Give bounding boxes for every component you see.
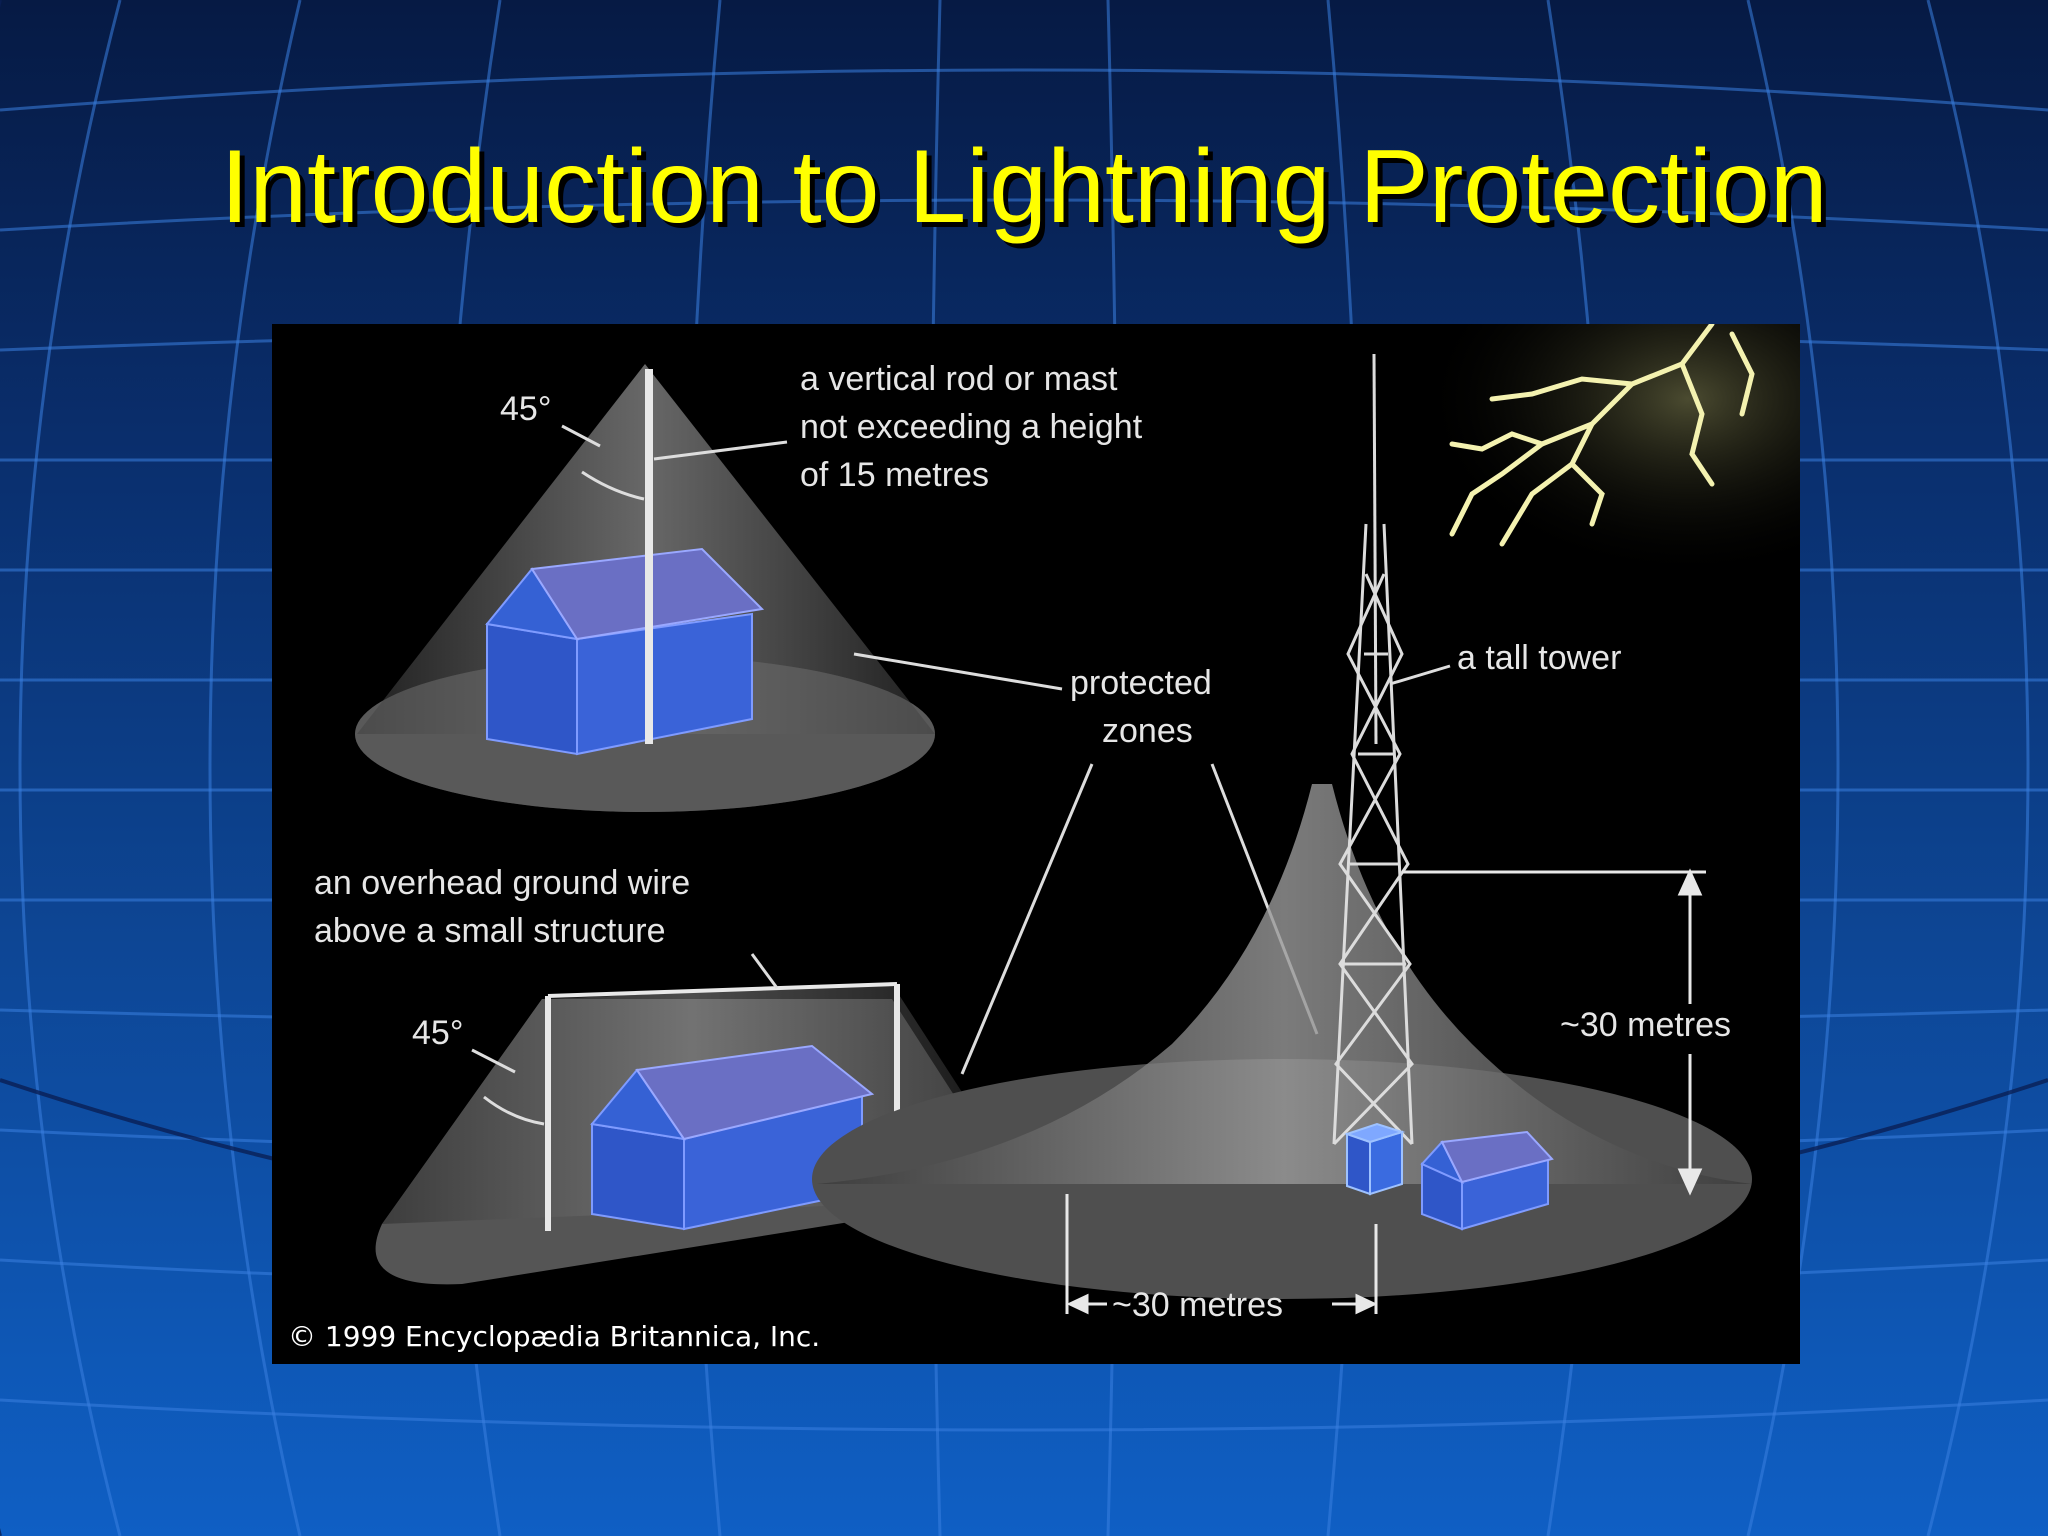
wire-label-leader xyxy=(750,953,779,989)
tower-label-leader xyxy=(1389,664,1451,686)
wire-angle-arc xyxy=(483,1095,545,1126)
slide-title: Introduction to Lightning Protection xyxy=(220,129,1828,245)
rod-label-line-3: of 15 metres xyxy=(800,456,989,494)
height-label: ~30 metres xyxy=(1560,1006,1731,1044)
lightning-bolt xyxy=(1352,324,1800,624)
tall-tower xyxy=(1332,353,1414,1146)
tower-label: a tall tower xyxy=(1457,639,1621,677)
wire-angle-label: 45° xyxy=(412,1014,463,1052)
wire-label-line-2: above a small structure xyxy=(314,912,666,950)
zones-label-line-1: protected xyxy=(1070,664,1212,702)
lightning-protection-diagram: 45° a vertical rod or mast not exceeding… xyxy=(272,324,1800,1364)
radius-label: ~30 metres xyxy=(1112,1286,1283,1324)
tower-protection-zone xyxy=(812,784,1752,1299)
zones-leader-rod xyxy=(853,652,1063,691)
wire-label-line-1: an overhead ground wire xyxy=(314,864,690,902)
rod-label-line-1: a vertical rod or mast xyxy=(800,360,1118,398)
tower-base-hut xyxy=(1343,1122,1406,1196)
zones-label-line-2: zones xyxy=(1102,712,1193,750)
rod-angle-arc xyxy=(581,470,645,501)
height-dimension xyxy=(1402,868,1706,1196)
copyright-notice: © 1999 Encyclopædia Britannica, Inc. xyxy=(288,1320,820,1353)
house-3 xyxy=(1420,1130,1554,1231)
rod-label-leader xyxy=(653,440,788,461)
rod-angle-leader xyxy=(561,424,601,448)
radius-dimension xyxy=(1065,1194,1378,1315)
wire-angle-leader xyxy=(471,1048,516,1074)
rod-angle-label: 45° xyxy=(500,390,551,428)
rod-label-line-2: not exceeding a height xyxy=(800,408,1143,446)
zones-leader-wire xyxy=(960,763,1094,1075)
house-1 xyxy=(485,547,765,756)
